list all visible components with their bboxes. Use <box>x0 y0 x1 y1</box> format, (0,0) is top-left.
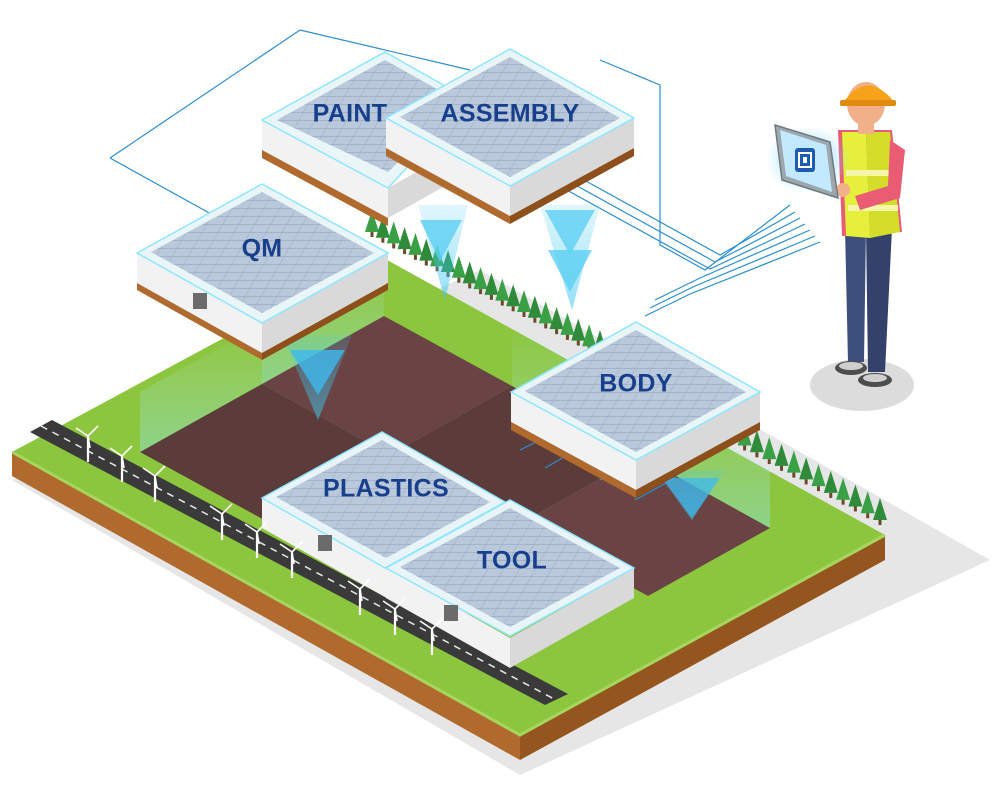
tree-trunk <box>403 249 407 255</box>
tree <box>506 284 521 307</box>
tree <box>408 232 423 255</box>
tree-trunk <box>370 232 374 237</box>
tree-trunk <box>878 520 882 525</box>
tree <box>538 301 553 324</box>
module-label-body: BODY <box>599 370 672 398</box>
tree <box>517 290 531 312</box>
tree-trunk <box>500 300 504 306</box>
tree-trunk <box>743 445 747 451</box>
base-soil-left <box>12 452 520 760</box>
grass-edge-highlight <box>11 450 886 737</box>
building-qm: QM <box>135 183 390 360</box>
tree <box>549 307 564 330</box>
wind-turbine <box>142 465 166 502</box>
tree-trunk <box>866 513 870 519</box>
tree <box>484 272 499 295</box>
building-body: BODY <box>509 321 762 498</box>
tree-trunk <box>755 452 759 458</box>
tree-trunk <box>829 492 833 498</box>
tree <box>860 491 875 514</box>
tree <box>419 238 434 261</box>
tree-trunk <box>853 506 857 512</box>
wind-turbine <box>244 521 268 558</box>
wind-turbine <box>279 541 303 578</box>
tree <box>762 437 777 460</box>
tree <box>386 221 401 244</box>
worker <box>766 82 914 411</box>
tree <box>774 443 789 466</box>
wind-turbines <box>75 425 443 655</box>
data-beams <box>282 205 725 520</box>
tree <box>365 210 379 232</box>
tree <box>462 261 477 284</box>
tree-trunk <box>565 334 569 340</box>
tree <box>571 318 586 341</box>
road-center-line <box>40 425 557 701</box>
building-assembly: ASSEMBLY <box>384 48 636 224</box>
tree <box>799 457 814 480</box>
base-soil-right <box>520 535 885 760</box>
tree <box>495 278 510 301</box>
tree <box>560 312 575 335</box>
tree-trunk <box>511 306 515 312</box>
module-label-qm: QM <box>242 235 283 263</box>
tree <box>375 215 390 238</box>
tree-trunk <box>381 237 385 243</box>
module-label-tool: TOOL <box>477 547 547 575</box>
tree-trunk <box>533 317 537 323</box>
tree <box>873 498 887 520</box>
app-logo-icon <box>795 148 815 172</box>
tree <box>527 295 542 318</box>
tree-trunk <box>804 479 808 485</box>
tree-trunk <box>479 289 483 295</box>
tree <box>582 324 597 347</box>
tree-trunk <box>522 312 526 317</box>
tree <box>749 430 764 453</box>
module-label-paint: PAINT <box>313 100 388 128</box>
wind-turbine <box>419 618 443 655</box>
tree-trunk <box>544 323 548 329</box>
tree-trunk <box>457 277 461 283</box>
building-tool: TOOL <box>384 499 636 668</box>
wind-turbine <box>382 598 406 635</box>
tree-trunk <box>555 329 559 335</box>
tree <box>451 255 466 278</box>
wind-turbine <box>75 425 99 462</box>
tree <box>823 470 838 493</box>
tree-trunk <box>489 294 493 300</box>
tree <box>397 227 412 250</box>
tree-trunk <box>816 486 820 492</box>
tree-trunk <box>468 283 472 289</box>
tree <box>811 464 826 487</box>
module-label-plastics: PLASTICS <box>323 475 449 503</box>
tree <box>786 450 801 473</box>
tree-trunk <box>424 260 428 266</box>
tree <box>836 477 851 500</box>
module-label-assembly: ASSEMBLY <box>440 100 579 128</box>
tree-trunk <box>767 459 771 465</box>
worker-shadow <box>810 359 914 411</box>
tree-trunk <box>792 472 796 478</box>
wind-turbine <box>347 578 371 615</box>
wind-turbine <box>109 445 133 482</box>
tree <box>848 484 863 507</box>
tree-trunk <box>576 340 580 346</box>
tree-trunk <box>780 465 784 471</box>
tree-trunk <box>413 254 417 260</box>
tree-trunk <box>392 243 396 249</box>
tree <box>473 267 488 290</box>
tree-trunk <box>841 499 845 505</box>
wind-turbine <box>209 503 233 540</box>
